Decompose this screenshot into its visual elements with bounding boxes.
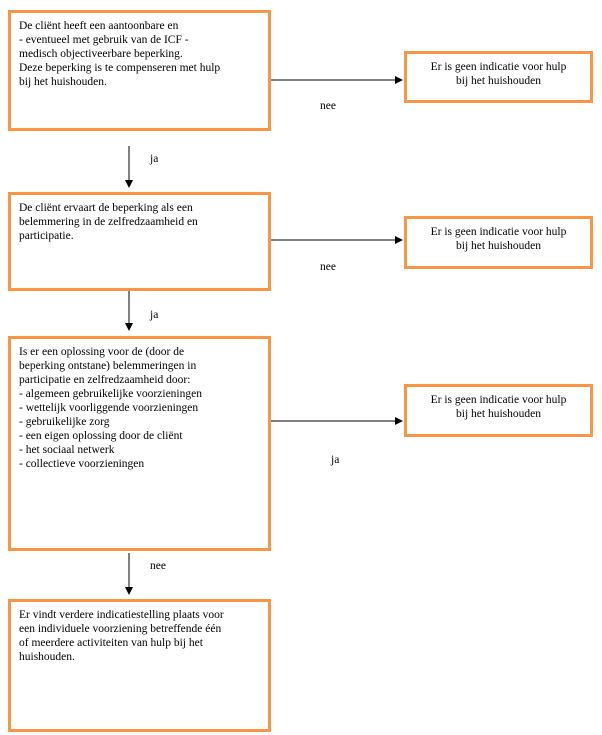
box-text-line: - gebruikelijke zorg xyxy=(19,416,110,428)
box-text-line: belemmering in de zelfredzaamheid en xyxy=(19,216,198,228)
box-text-line: Er vindt verdere indicatiestelling plaat… xyxy=(19,609,224,621)
box-text-line: - eventueel met gebruik van de ICF - xyxy=(19,34,189,46)
box-text-line: - wettelijk voorliggende voorzieningen xyxy=(19,402,199,414)
label-right-3: ja xyxy=(331,454,340,466)
box-text-line: of meerdere activiteiten van hulp bij he… xyxy=(19,637,203,649)
outcome-text-line: Er is geen indicatie voor hulp xyxy=(430,394,567,406)
box-text-line: een individuele voorziening betreffende … xyxy=(19,623,222,635)
outcome-text-line: bij het huishouden xyxy=(456,408,541,420)
outcome-text-line: Er is geen indicatie voor hulp xyxy=(430,226,567,238)
result-box: Er vindt verdere indicatiestelling plaat… xyxy=(8,599,271,732)
outcome-text-line: bij het huishouden xyxy=(456,240,541,252)
question-box-1: De cliënt heeft een aantoonbare en - eve… xyxy=(8,10,271,131)
box-text-line: medisch objectiveerbare beperking. xyxy=(19,48,183,60)
box-text-line: De cliënt heeft een aantoonbare en xyxy=(19,20,179,32)
outcome-box-3: Er is geen indicatie voor hulp bij het h… xyxy=(404,384,593,437)
outcome-text-line: bij het huishouden xyxy=(456,75,541,87)
box-text-line: Deze beperking is te compenseren met hul… xyxy=(19,62,221,74)
question-box-3: Is er een oplossing voor de (door de bep… xyxy=(8,336,271,551)
outcome-text-line: Er is geen indicatie voor hulp xyxy=(430,61,567,73)
box-text-line: - een eigen oplossing door de cliënt xyxy=(19,430,183,442)
box-text-line: participatie en zelfredzaamheid door: xyxy=(19,374,191,386)
box-text-line: - het sociaal netwerk xyxy=(19,444,115,456)
outcome-box-2: Er is geen indicatie voor hulp bij het h… xyxy=(404,216,593,269)
box-text-line: - collectieve voorzieningen xyxy=(19,458,145,470)
label-right-1: nee xyxy=(320,100,336,112)
box-text-line: Is er een oplossing voor de (door de xyxy=(19,346,185,358)
box-text-line: bij het huishouden. xyxy=(19,76,107,88)
box-text-line: participatie. xyxy=(19,230,74,242)
outcome-box-1: Er is geen indicatie voor hulp bij het h… xyxy=(404,51,593,103)
box-text-line: huishouden. xyxy=(19,651,75,663)
label-down-1: ja xyxy=(150,153,159,165)
label-down-2: ja xyxy=(150,309,159,321)
label-down-3: nee xyxy=(150,560,166,572)
box-text-line: De cliënt ervaart de beperking als een xyxy=(19,202,193,214)
label-right-2: nee xyxy=(320,261,336,273)
box-text-line: - algemeen gebruikelijke voorzieningen xyxy=(19,388,202,400)
box-text-line: beperking ontstane) belemmeringen in xyxy=(19,360,197,372)
question-box-2: De cliënt ervaart de beperking als een b… xyxy=(8,192,271,291)
